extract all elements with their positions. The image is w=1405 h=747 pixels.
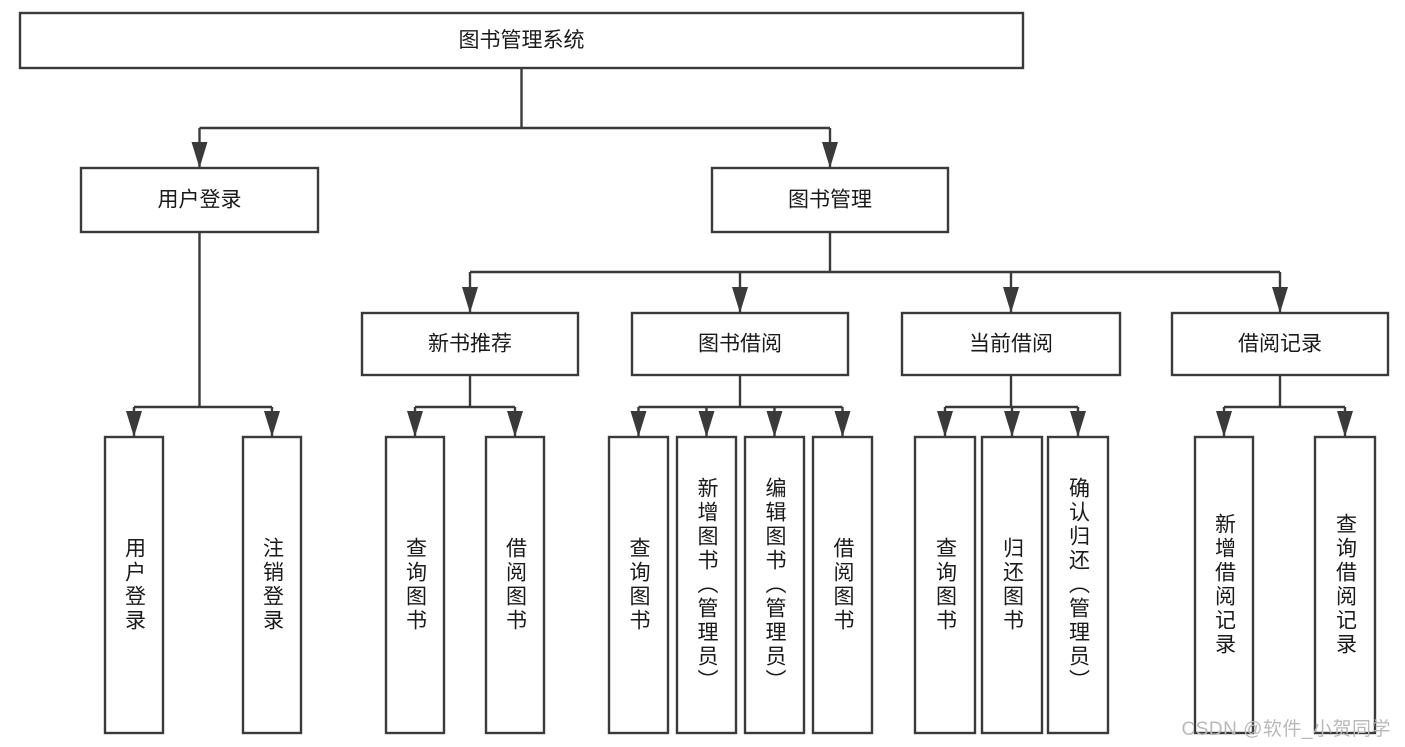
arrow-head-icon <box>1216 411 1232 437</box>
boxes-group <box>18 11 1390 735</box>
node-book-borrow-label: 图书借阅 <box>698 333 782 356</box>
arrow-head-icon <box>732 287 748 313</box>
node-current-borrow-label: 当前借阅 <box>969 333 1053 356</box>
arrow-head-icon <box>407 411 423 437</box>
node-leaf-add-borrow-record[interactable] <box>1193 435 1255 735</box>
arrow-head-icon <box>1272 287 1288 313</box>
node-leaf-query-borrow-record[interactable] <box>1313 435 1377 735</box>
node-current-borrow[interactable] <box>900 311 1122 377</box>
arrow-head-icon <box>1004 411 1020 437</box>
csdn-watermark: CSDN @软件_小贺同学 <box>1181 719 1391 740</box>
arrow-head-icon <box>1003 287 1019 313</box>
arrow-head-icon <box>264 411 280 437</box>
arrow-head-icon <box>937 411 953 437</box>
node-leaf-confirm-return-admin[interactable] <box>1046 435 1110 735</box>
node-borrow-record[interactable] <box>1170 311 1390 377</box>
arrow-head-icon <box>698 411 715 437</box>
node-leaf-borrow-book-borrow[interactable] <box>811 435 874 735</box>
arrow-head-icon <box>630 411 647 437</box>
arrow-head-icon <box>766 411 783 437</box>
node-leaf-query-book-borrow[interactable] <box>607 435 670 735</box>
arrow-head-icon <box>462 287 478 313</box>
node-root-root[interactable] <box>18 11 1025 70</box>
node-leaf-edit-book-admin[interactable] <box>743 435 806 735</box>
arrow-head-icon <box>507 411 523 437</box>
node-leaf-add-book-admin[interactable] <box>675 435 738 735</box>
node-leaf-query-book-recommend[interactable] <box>384 435 446 735</box>
arrow-head-icon <box>191 142 208 168</box>
node-new-book-recommend[interactable] <box>360 311 580 377</box>
connectors-group <box>126 68 1353 437</box>
node-borrow-record-label: 借阅记录 <box>1238 333 1322 356</box>
node-book-borrow[interactable] <box>630 311 850 377</box>
node-book-manage-label: 图书管理 <box>788 189 872 212</box>
node-root-root-label: 图书管理系统 <box>459 29 585 52</box>
arrow-head-icon <box>822 142 838 168</box>
arrow-head-icon <box>1337 411 1353 437</box>
node-book-manage[interactable] <box>710 166 950 234</box>
node-user-login-label: 用户登录 <box>158 189 242 212</box>
node-user-login[interactable] <box>79 166 320 234</box>
node-leaf-borrow-book-recommend[interactable] <box>484 435 546 735</box>
arrow-head-icon <box>834 411 851 437</box>
node-new-book-recommend-label: 新书推荐 <box>428 333 512 356</box>
arrow-head-icon <box>1070 411 1086 437</box>
node-leaf-logout-login[interactable] <box>241 435 303 735</box>
node-leaf-user-login[interactable] <box>103 435 165 735</box>
arrow-head-icon <box>126 411 142 437</box>
node-leaf-return-book[interactable] <box>980 435 1044 735</box>
node-leaf-query-book-current[interactable] <box>913 435 977 735</box>
